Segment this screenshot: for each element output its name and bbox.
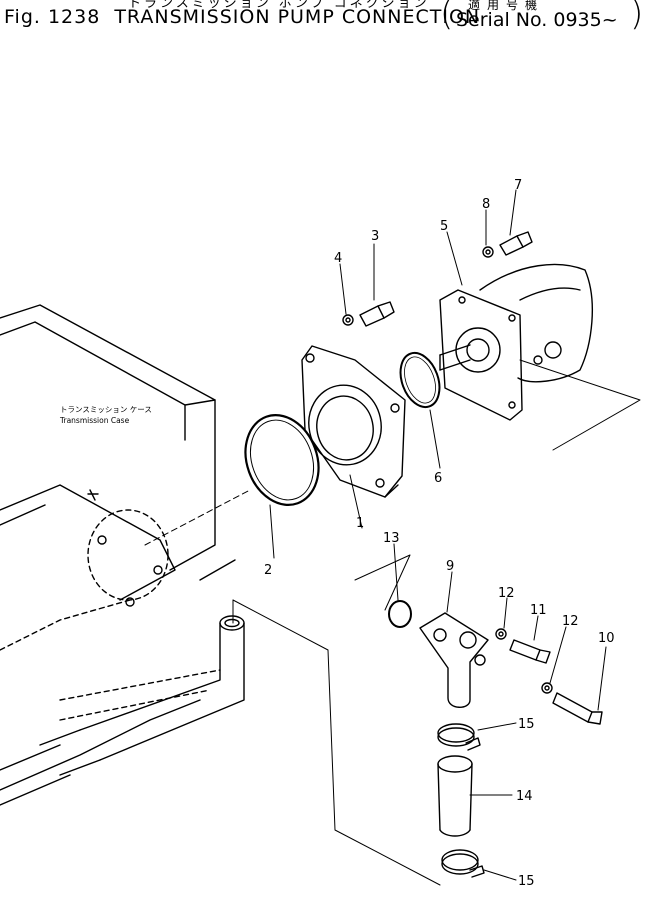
part-15-clamp-upper: [437, 723, 481, 751]
callout-12-upper: 12: [498, 586, 515, 601]
callout-9: 9: [446, 559, 454, 574]
part-4-washer: [342, 314, 354, 326]
part-5-pump: [439, 263, 593, 421]
part-3-bolt: [359, 301, 395, 327]
part-14-hose: [437, 755, 473, 837]
figure-number: Fig. 1238: [4, 6, 101, 28]
part-13-o-ring: [388, 600, 412, 628]
callout-4: 4: [334, 251, 342, 266]
part-9-elbow: [419, 612, 489, 708]
callout-8: 8: [482, 197, 490, 212]
part-12-washer-lower: [541, 682, 553, 694]
callout-14: 14: [516, 789, 533, 804]
callout-12-lower: 12: [562, 614, 579, 629]
callout-2: 2: [264, 563, 272, 578]
title-japanese: トランスミッション ポンプ コネクション: [128, 0, 430, 11]
part-10-bolt: [552, 692, 603, 725]
paren-close: ): [630, 0, 644, 34]
part-2-o-ring: [244, 414, 320, 506]
part-1-adapter: [301, 345, 406, 498]
callout-13: 13: [383, 531, 400, 546]
part-12-washer-upper: [495, 628, 507, 640]
callout-10: 10: [598, 631, 615, 646]
serial-number: Serial No. 0935~: [456, 9, 618, 31]
case-label-japanese: トランスミッション ケース: [60, 405, 152, 414]
transmission-case: [0, 304, 236, 806]
callout-5: 5: [440, 219, 448, 234]
callout-15-lower: 15: [518, 874, 535, 889]
leader-lines: [269, 189, 607, 881]
figure-title: Fig. 1238 TRANSMISSION PUMP CONNECTION: [4, 6, 480, 28]
callout-labels: 1 2 3 4 5 6 7 8 9 10 11 12 12 13 14 15 1…: [59, 178, 615, 889]
callout-15-upper: 15: [518, 717, 535, 732]
paren-open: (: [440, 0, 454, 34]
part-8-washer: [482, 246, 494, 258]
callout-3: 3: [371, 229, 379, 244]
part-11-bolt: [509, 639, 551, 664]
part-7-bolt: [499, 231, 533, 256]
callout-1: 1: [356, 516, 364, 531]
center-lines: [144, 359, 641, 886]
figure-title-text: TRANSMISSION PUMP CONNECTION: [114, 6, 481, 28]
callout-6: 6: [434, 471, 442, 486]
callout-7: 7: [514, 178, 522, 193]
case-pipe: [39, 615, 245, 776]
part-6-o-ring: [399, 351, 441, 409]
case-label-english: Transmission Case: [59, 416, 130, 425]
serial-japanese: 適用号機: [468, 0, 545, 12]
callout-11: 11: [530, 603, 547, 618]
part-15-clamp-lower: [441, 849, 485, 878]
